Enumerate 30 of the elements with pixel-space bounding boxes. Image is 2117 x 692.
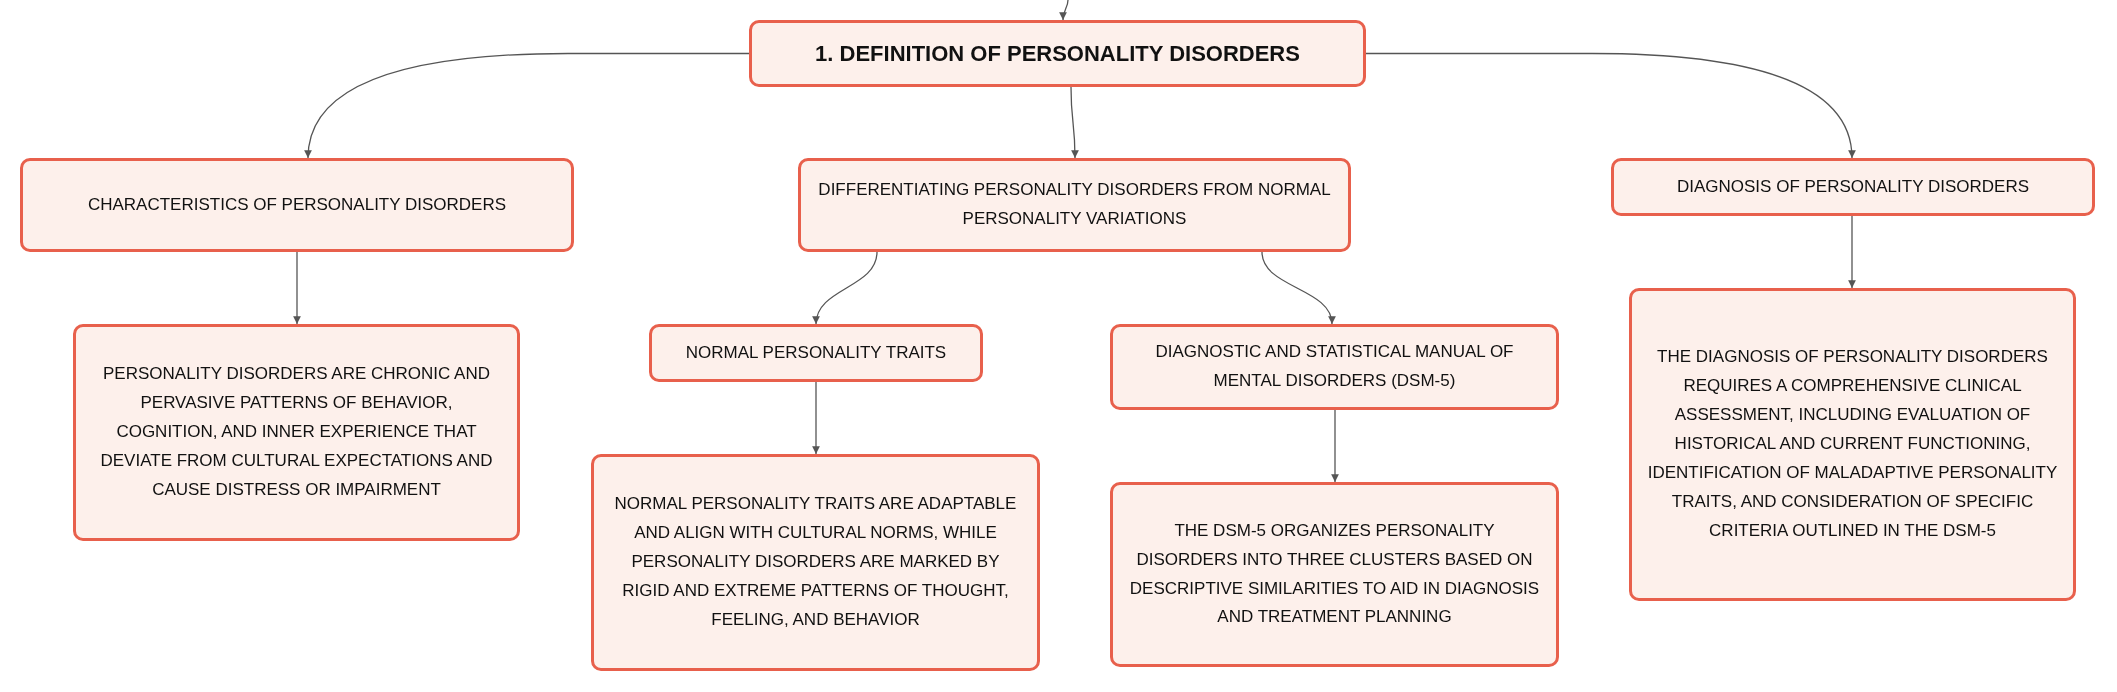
topic-box [1629, 288, 2076, 601]
connector-arrow [1848, 215, 1856, 289]
topic-box [798, 158, 1351, 252]
connector-arrow [1365, 52, 1856, 159]
topic-box [1110, 482, 1559, 667]
topic-text: NORMAL PERSONALITY TRAITS [685, 341, 947, 364]
topic-text: NORMAL PERSONALITY TRAITS ARE ADAPTABLE AND ALIGN WITH CULTURAL NORMS, WHILE PERSONALITY DISORDERS ARE MARKED BY RIGID AND EXTREME PATTERNS OF THOUGHT, FEELING, AND BEHAVIOR [613, 493, 1018, 631]
topic-text: THE DSM-5 ORGANIZES PERSONALITY DISORDERS INTO THREE CLUSTERS BASED ON DESCRIPTIVE SIMILARITIES TO AID IN DIAGNOSIS AND TREATMENT PLANNING [1128, 519, 1541, 629]
connector-arrow [304, 52, 750, 159]
connector-arrow [1331, 409, 1339, 483]
topic-box [73, 324, 520, 541]
topic-text: PERSONALITY DISORDERS ARE CHRONIC AND PERVASIVE PATTERNS OF BEHAVIOR, COGNITION, AND INNER EXPERIENCE THAT DEVIATE FROM CULTURAL EXPECTATIONS AND CAUSE DISTRESS OR IMPAIRMENT [99, 363, 494, 501]
connector-arrow [293, 251, 301, 325]
connector-arrow [1059, 0, 1069, 21]
connector-arrow [1070, 86, 1079, 159]
connector-arrow [1261, 251, 1335, 325]
topic-text: DIFFERENTIATING PERSONALITY DISORDERS FROM NORMAL PERSONALITY VARIATIONS [817, 179, 1332, 230]
topic-text: 1. DEFINITION OF PERSONALITY DISORDERS [815, 39, 1300, 68]
topic-text: DIAGNOSTIC AND STATISTICAL MANUAL OF MENTAL DISORDERS (DSM-5) [1154, 341, 1515, 392]
topic-text: THE DIAGNOSIS OF PERSONALITY DISORDERS REQUIRES A COMPREHENSIVE CLINICAL ASSESSMENT, INCLUDING EVALUATION OF HISTORICAL AND CURRENT FUNCTIONING, IDENTIFICATION OF MALADAPTIVE PERSONALITY TRAITS, AND CONSIDERATION OF SPECIFIC CRITERIA OUTLINED IN THE DSM-5 [1646, 346, 2059, 542]
connector-arrow [812, 381, 820, 455]
connector-arrow [813, 251, 878, 325]
topic-box [1110, 324, 1559, 410]
topic-text: DIAGNOSIS OF PERSONALITY DISORDERS [1676, 175, 2029, 198]
topic-box [749, 20, 1366, 87]
topic-text: CHARACTERISTICS OF PERSONALITY DISORDERS [87, 193, 507, 216]
topic-box [591, 454, 1040, 671]
topic-box [649, 324, 983, 382]
topic-box [20, 158, 574, 252]
topic-box [1611, 158, 2095, 216]
